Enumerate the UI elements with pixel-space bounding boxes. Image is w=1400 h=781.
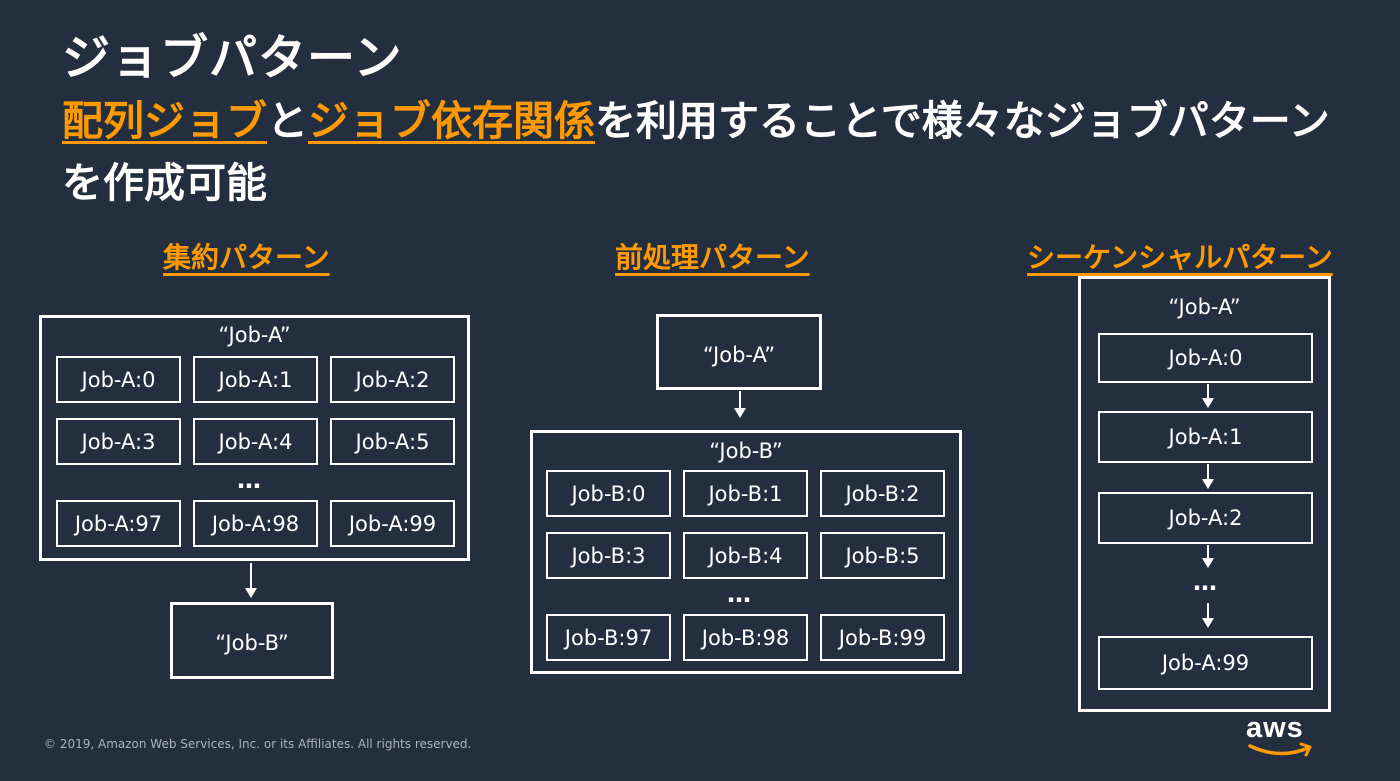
- sequential-pattern-title: シーケンシャルパターン: [1027, 241, 1333, 274]
- preprocessing-cell: Job-B:4: [683, 532, 808, 579]
- arrow-down-icon: [1202, 398, 1214, 408]
- highlight-array-jobs: 配列ジョブ: [62, 97, 267, 145]
- arrow-down-icon: [245, 588, 257, 598]
- arrow-down-icon: [1202, 618, 1214, 628]
- sequential-cell: Job-A:2: [1098, 492, 1313, 544]
- aggregation-job-a-label: “Job-A”: [218, 323, 291, 347]
- sequential-arrow-line: [1207, 384, 1209, 398]
- aggregation-arrow-line: [250, 563, 252, 589]
- sequential-cell: Job-A:1: [1098, 411, 1313, 463]
- aggregation-cell: Job-A:98: [193, 500, 318, 547]
- sequential-job-a-label: “Job-A”: [1168, 295, 1241, 319]
- arrow-down-icon: [1202, 558, 1214, 568]
- aggregation-cell: Job-A:3: [56, 418, 181, 465]
- preprocessing-pattern-title: 前処理パターン: [615, 241, 810, 274]
- arrow-down-icon: [1202, 479, 1214, 489]
- preprocessing-ellipsis: …: [727, 580, 754, 608]
- sequential-job-a-container: “Job-A”: [1078, 276, 1331, 712]
- sequential-arrow-line: [1207, 545, 1209, 559]
- aggregation-ellipsis: …: [237, 466, 264, 494]
- subtitle-rest: を利用することで様々なジョブパターンを作成可能: [62, 97, 1330, 207]
- aggregation-job-b-label: “Job-B”: [215, 631, 289, 655]
- preprocessing-cell: Job-B:98: [683, 614, 808, 661]
- preprocessing-cell: Job-B:3: [546, 532, 671, 579]
- slide-subtitle: 配列ジョブとジョブ依存関係を利用することで様々なジョブパターンを作成可能: [62, 90, 1342, 214]
- preprocessing-arrow-line: [739, 391, 741, 409]
- preprocessing-job-b-container: “Job-B”: [530, 430, 962, 674]
- preprocessing-cell: Job-B:2: [820, 470, 945, 517]
- sequential-cell: Job-A:0: [1098, 333, 1313, 383]
- aggregation-cell: Job-A:4: [193, 418, 318, 465]
- sequential-arrow-line: [1207, 464, 1209, 480]
- aggregation-cell: Job-A:5: [330, 418, 455, 465]
- sequential-cell: Job-A:99: [1098, 636, 1313, 690]
- highlight-job-dependencies: ジョブ依存関係: [308, 97, 595, 145]
- preprocessing-job-a-box: “Job-A”: [656, 314, 822, 390]
- aggregation-cell: Job-A:97: [56, 500, 181, 547]
- subtitle-connector: と: [267, 97, 308, 145]
- aggregation-cell: Job-A:1: [193, 356, 318, 403]
- aws-logo: aws: [1246, 712, 1312, 757]
- preprocessing-job-a-label: “Job-A”: [702, 343, 776, 367]
- arrow-down-icon: [734, 408, 746, 418]
- aws-logo-text: aws: [1246, 712, 1304, 744]
- preprocessing-cell: Job-B:97: [546, 614, 671, 661]
- aggregation-job-b-box: “Job-B”: [170, 602, 334, 679]
- preprocessing-cell: Job-B:0: [546, 470, 671, 517]
- aggregation-pattern-title: 集約パターン: [163, 241, 330, 274]
- aggregation-job-a-container: “Job-A”: [39, 315, 470, 561]
- slide-title: ジョブパターン: [62, 30, 403, 86]
- preprocessing-job-b-label: “Job-B”: [709, 439, 783, 463]
- preprocessing-cell: Job-B:1: [683, 470, 808, 517]
- aggregation-cell: Job-A:99: [330, 500, 455, 547]
- aws-smile-icon: [1248, 742, 1312, 757]
- preprocessing-cell: Job-B:99: [820, 614, 945, 661]
- copyright-notice: © 2019, Amazon Web Services, Inc. or its…: [44, 737, 472, 751]
- preprocessing-cell: Job-B:5: [820, 532, 945, 579]
- aggregation-cell: Job-A:2: [330, 356, 455, 403]
- aggregation-cell: Job-A:0: [56, 356, 181, 403]
- sequential-ellipsis: …: [1193, 568, 1220, 596]
- sequential-arrow-line: [1207, 603, 1209, 619]
